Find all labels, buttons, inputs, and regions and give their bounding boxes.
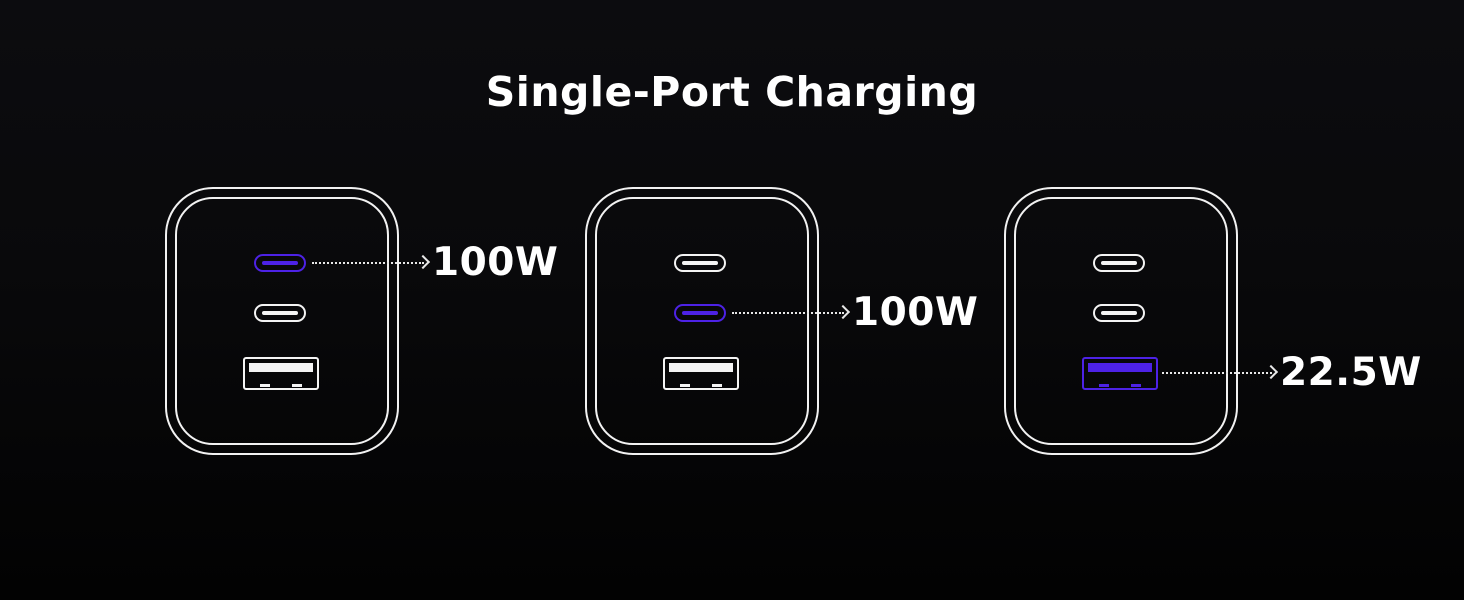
charger-face [175,197,389,445]
usb-c-port-1-active [254,254,306,272]
usb-c-port-2-active [674,304,726,322]
usb-a-port-active [1082,357,1158,390]
wattage-label-1: 100W [432,240,559,285]
charger-1 [165,187,399,455]
usb-a-port [243,357,319,390]
charger-2 [585,187,819,455]
wattage-label-3: 22.5W [1280,350,1422,395]
usb-a-port [663,357,739,390]
charger-3 [1004,187,1238,455]
arrow-3 [1162,364,1279,380]
wattage-label-2: 100W [852,290,979,335]
usb-c-port-1 [1093,254,1145,272]
charger-outline [165,187,399,455]
arrow-1 [312,254,431,270]
charger-outline [1004,187,1238,455]
usb-c-port-1 [674,254,726,272]
charger-face [595,197,809,445]
usb-c-port-2 [1093,304,1145,322]
arrow-2 [732,304,851,320]
charger-outline [585,187,819,455]
charger-face [1014,197,1228,445]
page-title: Single-Port Charging [485,68,979,116]
usb-c-port-2 [254,304,306,322]
